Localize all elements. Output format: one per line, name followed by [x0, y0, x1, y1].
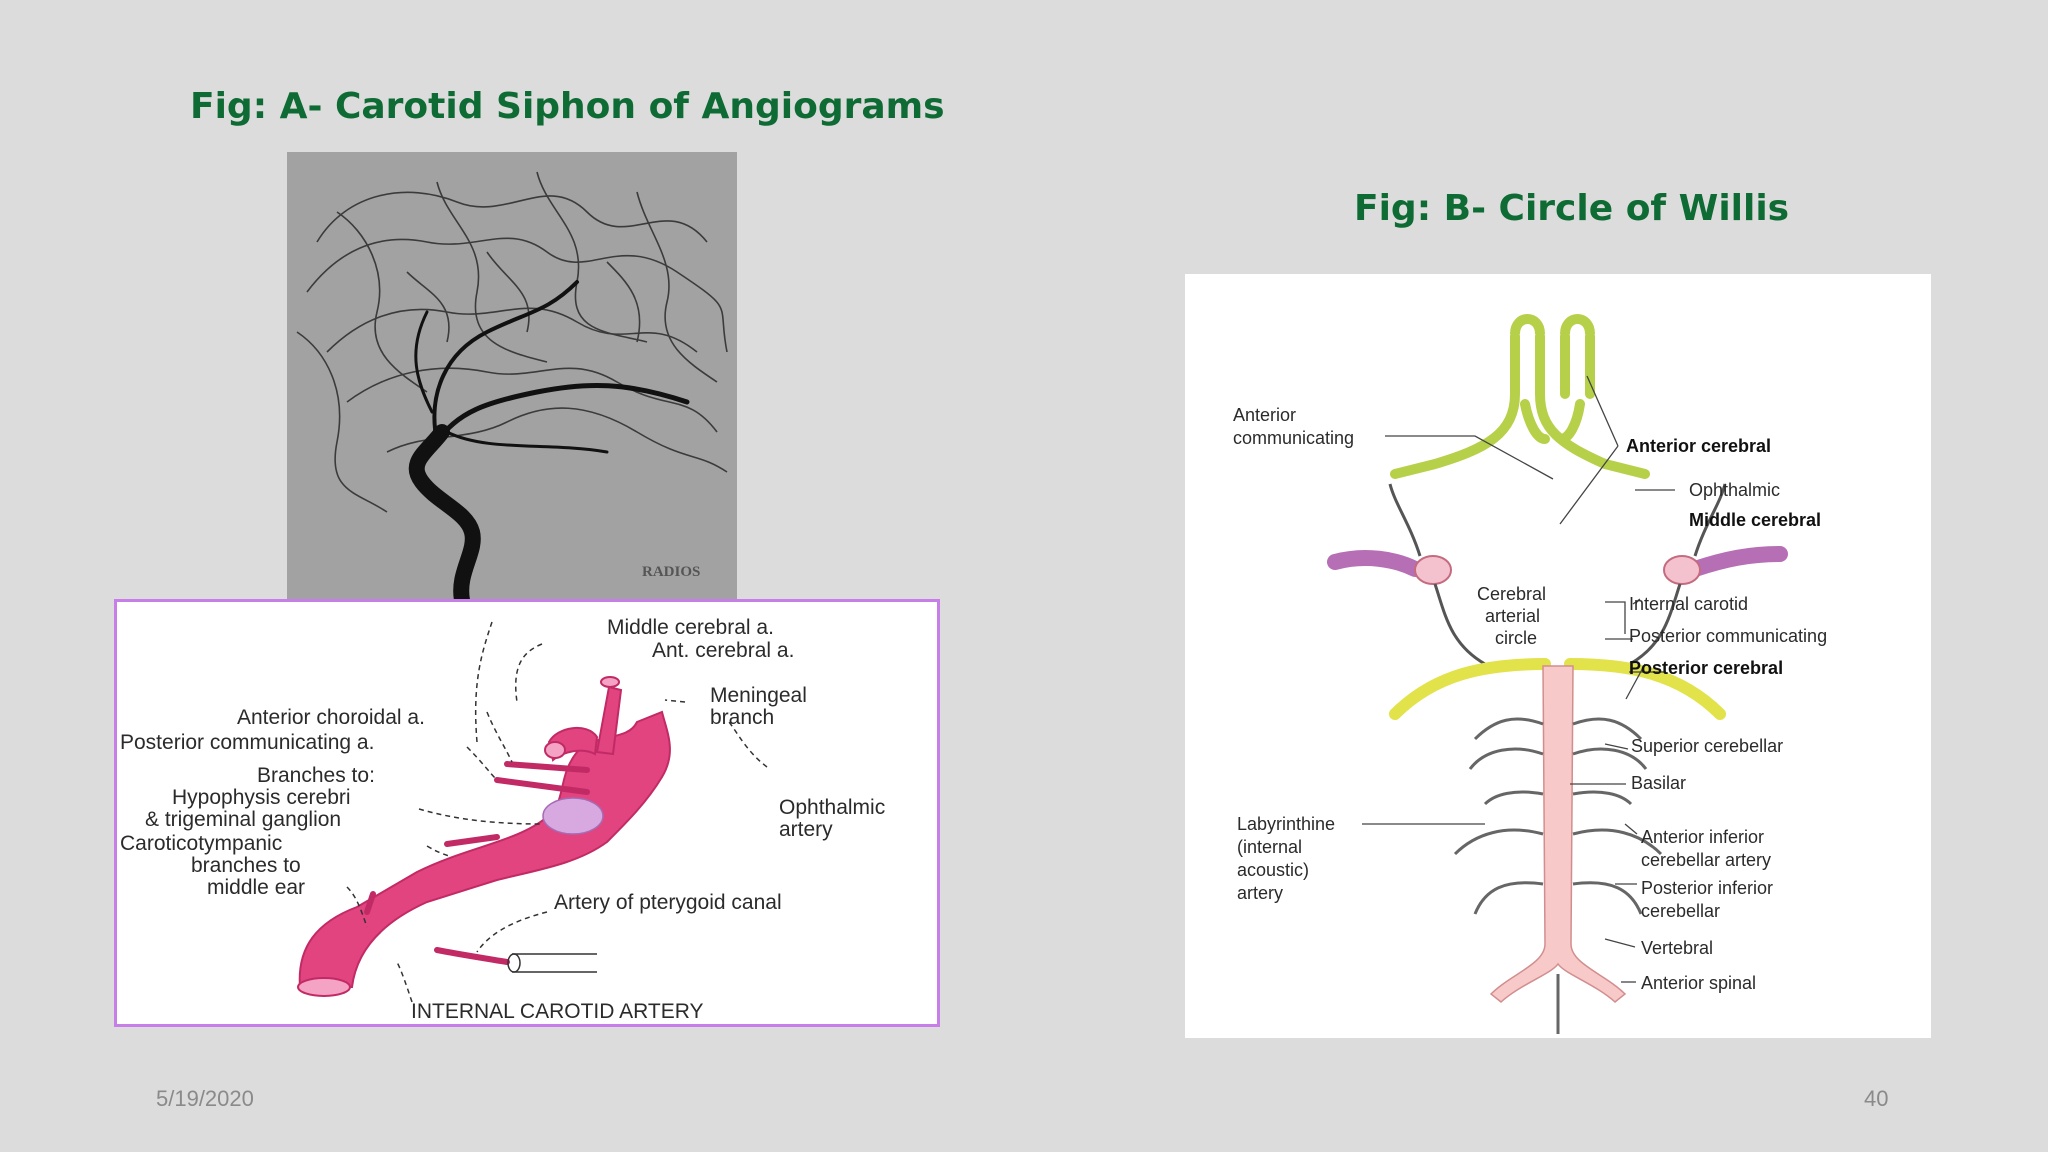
willis-label-laby-3: acoustic) [1237, 860, 1309, 880]
internal-carotid-diagram: Middle cerebral a. Ant. cerebral a. Meni… [114, 599, 940, 1027]
willis-label-circle-3: circle [1495, 628, 1537, 648]
angiogram-watermark: RADIOS [642, 564, 700, 580]
willis-label-ophthalmic: Ophthalmic [1689, 480, 1780, 500]
label-carotico-1: Caroticotympanic [120, 832, 282, 855]
label-ophthalmic-2: artery [779, 818, 833, 841]
willis-drawing: Anterior communicating Anterior cerebral… [1233, 314, 1827, 1034]
circle-of-willis-diagram: Anterior communicating Anterior cerebral… [1185, 274, 1931, 1038]
willis-label-post-comm: Posterior communicating [1629, 626, 1827, 646]
label-post-communicating: Posterior communicating a. [120, 731, 374, 754]
willis-label-ant-cerebral: Anterior cerebral [1626, 436, 1771, 456]
footer-date: 5/19/2020 [156, 1086, 254, 1111]
meningeal-branch-vessel [595, 685, 623, 756]
willis-label-laby-1: Labyrinthine [1237, 814, 1335, 834]
label-carotico-2: branches to [191, 854, 301, 877]
willis-label-pica-1: Posterior inferior [1641, 878, 1773, 898]
fig-b-title: Fig: B- Circle of Willis [1354, 188, 1790, 229]
willis-label-ant-comm-2: communicating [1233, 428, 1354, 448]
willis-label-laby-2: (internal [1237, 837, 1302, 857]
willis-label-basilar: Basilar [1631, 773, 1686, 793]
willis-label-aica-1: Anterior inferior [1641, 827, 1764, 847]
slide-number: 40 [1864, 1086, 1889, 1111]
carotid-vessel [298, 710, 671, 988]
label-branches-2: Hypophysis cerebri [172, 786, 351, 809]
angiogram-image: RADIOS [287, 152, 737, 600]
willis-label-vertebral: Vertebral [1641, 938, 1713, 958]
label-ant-choroidal: Anterior choroidal a. [237, 706, 425, 729]
carotid-drawing: Middle cerebral a. Ant. cerebral a. Meni… [120, 616, 885, 1023]
label-branches-1: Branches to: [257, 764, 375, 787]
willis-label-sup-cerebellar: Superior cerebellar [1631, 736, 1783, 756]
label-ica: INTERNAL CAROTID ARTERY [411, 1000, 704, 1023]
label-middle-cerebral: Middle cerebral a. [607, 616, 774, 639]
label-meningeal-1: Meningeal [710, 684, 807, 707]
willis-label-circle-2: arterial [1485, 606, 1540, 626]
fig-a-title: Fig: A- Carotid Siphon of Angiograms [190, 86, 945, 127]
willis-label-ant-spinal: Anterior spinal [1641, 973, 1756, 993]
label-ophthalmic-1: Ophthalmic [779, 796, 885, 819]
label-pterygoid: Artery of pterygoid canal [554, 891, 782, 914]
label-branches-3: & trigeminal ganglion [145, 808, 341, 831]
willis-label-internal-carotid: Internal carotid [1629, 594, 1748, 614]
willis-label-ant-comm-1: Anterior [1233, 405, 1296, 425]
willis-label-pica-2: cerebellar [1641, 901, 1720, 921]
angiogram-vessels: RADIOS [287, 152, 737, 600]
willis-label-middle-cerebral: Middle cerebral [1689, 510, 1821, 530]
label-meningeal-2: branch [710, 706, 774, 729]
willis-label-circle-1: Cerebral [1477, 584, 1546, 604]
label-carotico-3: middle ear [207, 876, 305, 899]
willis-label-laby-4: artery [1237, 883, 1283, 903]
willis-label-aica-2: cerebellar artery [1641, 850, 1771, 870]
label-ant-cerebral: Ant. cerebral a. [652, 639, 794, 662]
willis-label-post-cerebral: Posterior cerebral [1629, 658, 1783, 678]
hypophysis-shape [542, 797, 604, 835]
